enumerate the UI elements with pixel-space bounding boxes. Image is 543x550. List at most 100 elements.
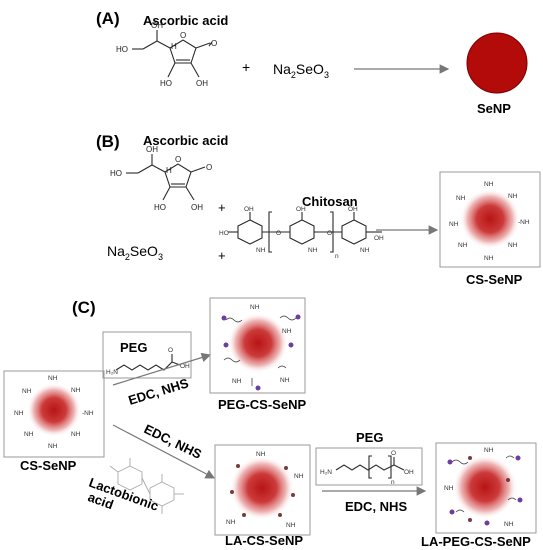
seo-a: SeO [296,61,324,77]
peg-cs-senp-particle: NH NH NH NH [221,304,301,391]
arrow-c-lower [112,424,216,479]
senp-particle [466,32,528,94]
seo-sub-a: 3 [324,70,329,80]
atom-o-carbonyl-a: O [211,39,217,48]
svg-text:HO: HO [219,230,229,237]
seo-sub-b: 3 [158,252,163,262]
na-sub-b: 2 [125,252,130,262]
senp-label: SeNP [477,101,511,116]
svg-text:NH: NH [484,181,494,188]
peg-cs-senp-frame [209,297,306,394]
svg-text:O: O [276,230,281,237]
atom-o-carbonyl-b: O [206,163,212,172]
panel-b-ascorbic-title: Ascorbic acid [143,133,228,148]
sodium-selenite-b: Na2SeO3 [107,243,163,262]
cs-senp-particle-b: NH NH -NH NH NH NH NH NH [449,181,530,262]
atom-oh-top-a: OH [151,21,163,30]
peg-repeat-n: n [391,479,395,486]
svg-text:NH: NH [48,443,58,450]
svg-text:NH: NH [226,519,236,526]
na-sub-a: 2 [291,70,296,80]
svg-text:OH: OH [404,469,414,476]
cs-senp-start-label: CS-SeNP [20,458,77,473]
chitosan-repeat-n: n [335,253,339,260]
svg-text:NH: NH [24,431,34,438]
svg-text:NH: NH [484,447,494,454]
svg-text:OH: OH [374,235,384,242]
svg-text:OH: OH [180,363,190,370]
svg-text:NH: NH [280,377,290,384]
atom-o-ring-b: O [175,155,181,164]
panel-c-label: (C) [72,298,96,317]
peg-frame-lower [315,447,423,486]
svg-text:H₂N: H₂N [106,369,118,376]
peg-label-upper: PEG [120,340,147,355]
svg-text:OH: OH [348,206,358,213]
svg-text:NH: NH [282,328,292,335]
svg-text:O: O [168,347,173,354]
panel-c: (C) NH NH -NH NH NH NH NH NH CS-SeNP PEG… [3,297,537,549]
svg-text:NH: NH [22,388,32,395]
cs-senp-particle-c: NH NH -NH NH NH NH NH NH [14,375,94,450]
peg-structure-lower: H₂N OH O n [320,450,414,486]
la-cs-senp-label: LA-CS-SeNP [225,533,303,548]
atom-h-b: H [166,166,172,175]
peg-structure-upper: H₂N OH O [106,347,190,376]
atom-oh-bottom-b: OH [191,203,203,212]
la-peg-cs-senp-particle: NH NH NH [444,447,523,528]
plus-b-2: + [218,248,226,263]
atom-ho-left-b: HO [110,169,122,178]
svg-text:OH: OH [296,206,306,213]
svg-text:NH: NH [14,410,24,417]
edc-nhs-final: EDC, NHS [345,499,407,514]
svg-text:NH: NH [256,247,266,254]
plus-b-1: + [218,200,226,215]
cs-senp-frame-c [3,370,105,458]
svg-text:NH: NH [250,304,260,311]
lactobionic-label: Lactobionic acid [82,475,164,528]
svg-text:-NH: -NH [518,219,530,226]
arrow-c-upper [112,352,212,386]
atom-oh-top-b: OH [146,145,158,154]
la-peg-cs-senp-frame [435,442,537,534]
panel-b-label: (B) [96,132,120,151]
panel-a-label: (A) [96,9,120,28]
sodium-selenite-a: Na2SeO3 [273,61,329,80]
na-a: Na [273,61,291,77]
la-cs-senp-particle: NH NH NH NH [226,451,304,529]
svg-text:NH: NH [458,242,468,249]
edc-nhs-upper: EDC, NHS [126,375,190,408]
svg-text:NH: NH [256,451,266,458]
cs-senp-frame-b [439,171,541,268]
svg-text:NH: NH [308,247,318,254]
seo-b: SeO [130,243,158,259]
na-b: Na [107,243,125,259]
panel-b: (B) Ascorbic acid O O H OH HO HO OH + + … [96,132,541,287]
svg-text:NH: NH [71,387,81,394]
cs-senp-label-b: CS-SeNP [466,272,523,287]
svg-text:O: O [327,230,332,237]
panel-a-ascorbic-title: Ascorbic acid [143,13,228,28]
svg-text:OH: OH [244,206,254,213]
svg-text:NH: NH [294,473,304,480]
peg-cs-senp-label: PEG-CS-SeNP [218,397,306,412]
la-cs-senp-frame [214,444,311,536]
atom-o-ring-a: O [180,31,186,40]
svg-text:NH: NH [484,255,494,262]
svg-text:O: O [391,450,396,457]
svg-text:NH: NH [504,521,514,528]
atom-ho-bottom-a: HO [160,79,172,88]
peg-label-lower: PEG [356,430,383,445]
atom-ho-bottom-b: HO [154,203,166,212]
ascorbic-acid-structure-a: O O H OH HO HO OH [116,21,217,88]
peg-frame-upper [102,331,192,379]
svg-text:NH: NH [449,221,459,228]
atom-h-a: H [171,42,177,51]
la-peg-cs-senp-label: LA-PEG-CS-SeNP [421,534,531,549]
svg-text:NH: NH [444,485,454,492]
panel-a: (A) Ascorbic acid O O H OH HO HO OH + Na… [96,9,528,116]
svg-text:NH: NH [71,431,81,438]
plus-a: + [242,59,250,75]
svg-text:-NH: -NH [82,410,94,417]
